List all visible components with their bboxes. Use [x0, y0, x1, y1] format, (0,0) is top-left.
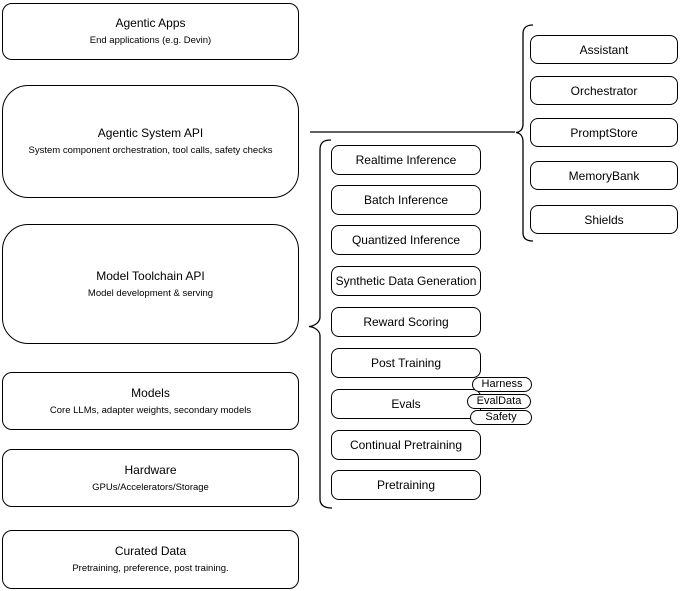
chip-label: MemoryBank	[568, 168, 640, 183]
node-title: Curated Data	[114, 544, 187, 558]
node-orchestrator: Orchestrator	[530, 76, 678, 105]
tag-harness: Harness	[472, 377, 532, 392]
chip-label: Post Training	[370, 356, 442, 370]
chip-label: Orchestrator	[570, 83, 638, 98]
node-agentic-system-api: Agentic System API System component orch…	[2, 85, 299, 198]
node-curated-data: Curated Data Pretraining, preference, po…	[2, 530, 299, 589]
chip-label: Assistant	[579, 42, 629, 57]
chip-label: Reward Scoring	[363, 315, 449, 329]
node-post-training: Post Training	[331, 348, 481, 378]
chip-label: Realtime Inference	[355, 153, 457, 167]
node-promptstore: PromptStore	[530, 118, 678, 147]
node-pretraining: Pretraining	[331, 470, 481, 500]
chip-label: Synthetic Data Generation	[335, 274, 477, 288]
node-quantized-inference: Quantized Inference	[331, 225, 481, 255]
node-continual-pretraining: Continual Pretraining	[331, 430, 481, 460]
node-subtitle: Core LLMs, adapter weights, secondary mo…	[49, 404, 252, 416]
chip-label: PromptStore	[570, 125, 638, 140]
node-memorybank: MemoryBank	[530, 161, 678, 190]
node-title: Agentic Apps	[115, 16, 186, 30]
node-shields: Shields	[530, 205, 678, 234]
pill-label: EvalData	[476, 395, 522, 407]
chip-label: Pretraining	[376, 478, 436, 492]
node-subtitle: Model development & serving	[87, 287, 214, 299]
node-reward-scoring: Reward Scoring	[331, 307, 481, 337]
chip-label: Quantized Inference	[351, 233, 461, 247]
node-subtitle: Pretraining, preference, post training.	[72, 563, 229, 574]
node-hardware: Hardware GPUs/Accelerators/Storage	[2, 449, 299, 507]
node-evals: Evals	[331, 389, 481, 419]
node-title: Hardware	[124, 462, 177, 477]
node-title: Model Toolchain API	[96, 268, 205, 283]
node-model-toolchain-api: Model Toolchain API Model development & …	[2, 224, 299, 344]
tag-safety: Safety	[470, 410, 532, 425]
chip-label: Evals	[391, 397, 421, 411]
node-title: Models	[131, 385, 170, 400]
node-subtitle: End applications (e.g. Devin)	[89, 35, 212, 46]
pill-label: Safety	[485, 411, 517, 423]
chip-label: Continual Pretraining	[349, 438, 463, 452]
node-agentic-apps: Agentic Apps End applications (e.g. Devi…	[2, 3, 299, 60]
node-realtime-inference: Realtime Inference	[331, 145, 481, 175]
node-assistant: Assistant	[530, 35, 678, 64]
node-batch-inference: Batch Inference	[331, 185, 481, 215]
node-synthetic-data-generation: Synthetic Data Generation	[331, 266, 481, 296]
pill-label: Harness	[481, 378, 523, 390]
node-subtitle: System component orchestration, tool cal…	[28, 145, 273, 156]
node-title: Agentic System API	[97, 126, 204, 140]
node-subtitle: GPUs/Accelerators/Storage	[92, 481, 209, 493]
bracket-toolchain-components	[308, 139, 333, 509]
chip-label: Shields	[584, 212, 624, 227]
tag-evaldata: EvalData	[467, 394, 531, 409]
node-models: Models Core LLMs, adapter weights, secon…	[2, 372, 299, 430]
chip-label: Batch Inference	[363, 193, 449, 207]
